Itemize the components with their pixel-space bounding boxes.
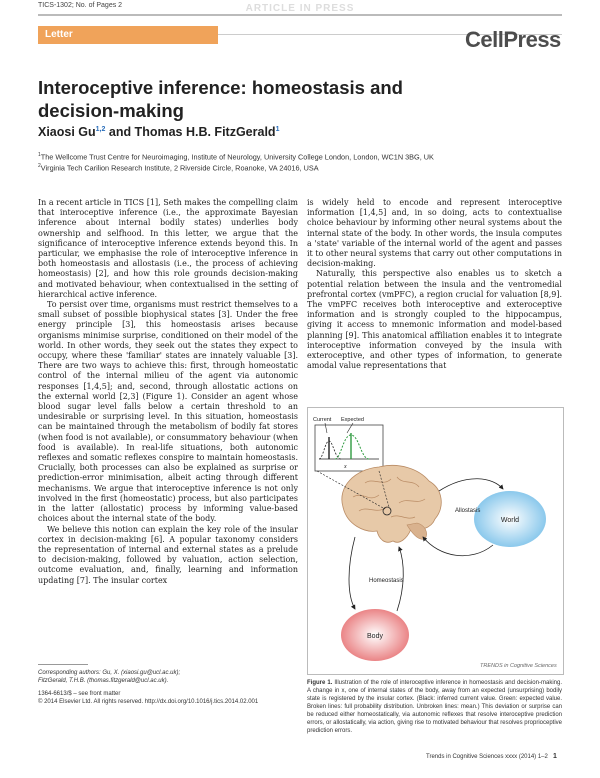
corresponding-author-note: Corresponding authors: Gu, X. (xiaosi.gu… [38, 669, 298, 685]
caption-label: Figure 1. [307, 680, 333, 686]
label-world: World [501, 517, 519, 524]
label-x: x [343, 464, 347, 470]
current-pointer [324, 422, 328, 434]
body-left-column: In a recent article in TICS [1], Seth ma… [38, 198, 298, 586]
label-current: Current [313, 417, 332, 423]
label-expected: Expected [341, 417, 364, 423]
body-node [341, 609, 409, 661]
label-homeostasis: Homeostasis [369, 578, 404, 584]
figure-source: TRENDS in Cognitive Sciences [480, 663, 557, 669]
footnote-divider [38, 664, 88, 665]
label-body: Body [367, 633, 383, 640]
figure-frame [307, 407, 564, 675]
corresponding-line: FitzGerald, T.H.B. (thomas.fitzgerald@uc… [38, 678, 169, 684]
figure-caption: Figure 1. Illustration of the role of in… [307, 679, 562, 735]
paragraph: In a recent article in TICS [1], Seth ma… [38, 198, 298, 299]
paragraph: is widely held to encode and represent i… [307, 198, 562, 269]
header-divider [38, 14, 562, 16]
article-title: Interoceptive inference: homeostasis and… [38, 76, 558, 122]
copyright-note: 1364-6613/$ – see front matter © 2014 El… [38, 690, 306, 706]
affiliation: 1The Wellcome Trust Centre for Neuroimag… [38, 152, 434, 161]
brain-to-body-arrow [348, 536, 356, 610]
section-label-box [38, 26, 218, 44]
title-line-2: decision-making [38, 100, 184, 121]
author-name: Xiaosi Gu [38, 125, 96, 139]
inset-to-insula-link [316, 470, 386, 510]
article-in-press-banner: ARTICLE IN PRESS [245, 3, 355, 14]
author-affiliation-marker: 1,2 [95, 125, 106, 133]
section-label: Letter [45, 29, 73, 40]
inset-plot-frame [314, 424, 384, 472]
affiliation-marker: 2 [38, 163, 41, 169]
figure-1-diagram: Current Expected x World Body Allostasis… [313, 417, 546, 661]
brain-illustration [341, 464, 442, 543]
affiliation-marker: 1 [38, 152, 41, 158]
expected-distribution [334, 434, 370, 460]
paragraph: Naturally, this perspective also enables… [307, 269, 562, 371]
issn-line: 1364-6613/$ – see front matter [38, 691, 121, 697]
journal-footer: Trends in Cognitive Sciences xxxx (2014)… [426, 754, 548, 760]
expected-pointer [346, 422, 354, 434]
section-divider [218, 34, 562, 35]
affiliation-text: Virginia Tech Carilion Research Institut… [40, 163, 319, 173]
author-list: Xiaosi Gu1,2 and Thomas H.B. FitzGerald1 [38, 125, 279, 139]
page-number: 1 [553, 753, 557, 760]
world-node [474, 491, 546, 547]
inset-to-insula-link [378, 470, 390, 508]
paragraph: To persist over time, organisms must res… [38, 300, 298, 524]
publisher-logo: CellPress [465, 27, 561, 52]
author-name: and Thomas H.B. FitzGerald [105, 125, 276, 139]
copyright-line: © 2014 Elsevier Ltd. All rights reserved… [38, 699, 259, 705]
body-right-column: is widely held to encode and represent i… [307, 198, 562, 371]
label-allostasis: Allostasis [455, 508, 480, 514]
paragraph: We believe this notion can explain the k… [38, 524, 298, 585]
journal-reference: TICS-1302; No. of Pages 2 [38, 2, 123, 9]
author-affiliation-marker: 1 [275, 125, 280, 133]
affiliation: 2Virginia Tech Carilion Research Institu… [38, 163, 319, 172]
body-to-brain-arrow [396, 546, 404, 612]
corresponding-line: Corresponding authors: Gu, X. (xiaosi.gu… [38, 670, 181, 676]
caption-text: Illustration of the role of interoceptiv… [307, 680, 562, 734]
brain-to-world-arrow [438, 478, 504, 492]
affiliation-text: The Wellcome Trust Centre for Neuroimagi… [40, 152, 434, 162]
world-to-brain-arrow [422, 536, 494, 557]
title-line-1: Interoceptive inference: homeostasis and [38, 77, 403, 98]
